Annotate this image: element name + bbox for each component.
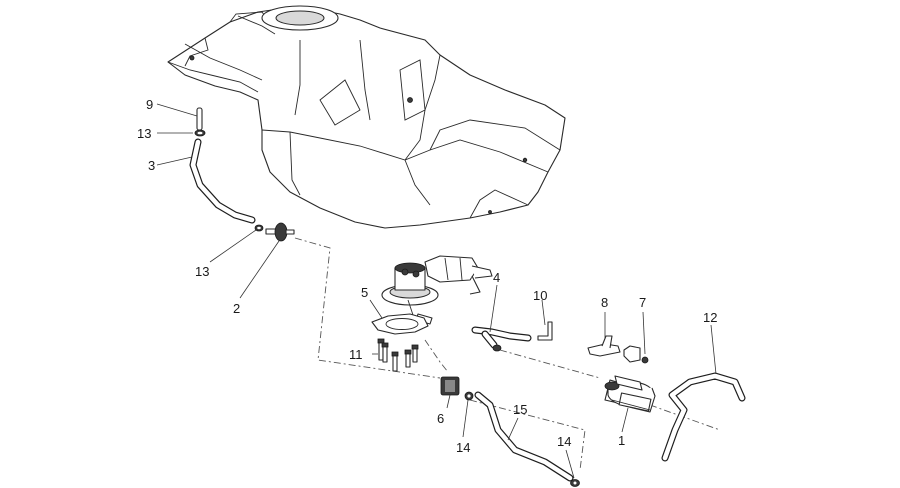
- callout-13-top: 13: [137, 126, 151, 141]
- part-1-canister: [604, 375, 656, 413]
- part-15-hose: [474, 391, 574, 482]
- part-5-gasket: [371, 313, 429, 335]
- part-3-hose: [189, 138, 256, 224]
- part-13-clamp-lower: [254, 224, 264, 232]
- callout-13-lower: 13: [195, 264, 209, 279]
- part-12-hose: [661, 372, 746, 462]
- part-4-hose: [471, 326, 532, 352]
- callout-5: 5: [361, 285, 368, 300]
- part-14-clamp-a: [464, 391, 474, 401]
- part-10-elbow: [537, 321, 553, 341]
- callout-9: 9: [146, 97, 153, 112]
- callout-2: 2: [233, 301, 240, 316]
- fuel-pump-assembly: [381, 255, 493, 325]
- part-9-pipe: [196, 107, 203, 131]
- leader-lines: [156, 103, 717, 479]
- callout-15: 15: [513, 402, 527, 417]
- part-13-clamp-top: [194, 129, 206, 137]
- callout-1: 1: [618, 433, 625, 448]
- callout-14-a: 14: [456, 440, 470, 455]
- fuel-tank: [167, 5, 566, 229]
- assembly-dash-lines: [294, 237, 721, 471]
- part-7-clip: [623, 345, 649, 364]
- part-11-bolts: [377, 338, 419, 372]
- part-6-filter: [440, 376, 460, 396]
- callout-14-b: 14: [557, 434, 571, 449]
- callout-8: 8: [601, 295, 608, 310]
- callout-6: 6: [437, 411, 444, 426]
- part-2-valve: [265, 222, 295, 242]
- callout-10: 10: [533, 288, 547, 303]
- part-14-clamp-b: [570, 479, 580, 487]
- callout-labels: 9 13 3 13 2 5 11 4 10 8 7 12 6 14 15 14 …: [137, 97, 717, 455]
- callout-4: 4: [493, 270, 500, 285]
- callout-11: 11: [349, 347, 363, 362]
- callout-7: 7: [639, 295, 646, 310]
- callout-3: 3: [148, 158, 155, 173]
- callout-12: 12: [703, 310, 717, 325]
- part-8-bracket: [587, 335, 621, 357]
